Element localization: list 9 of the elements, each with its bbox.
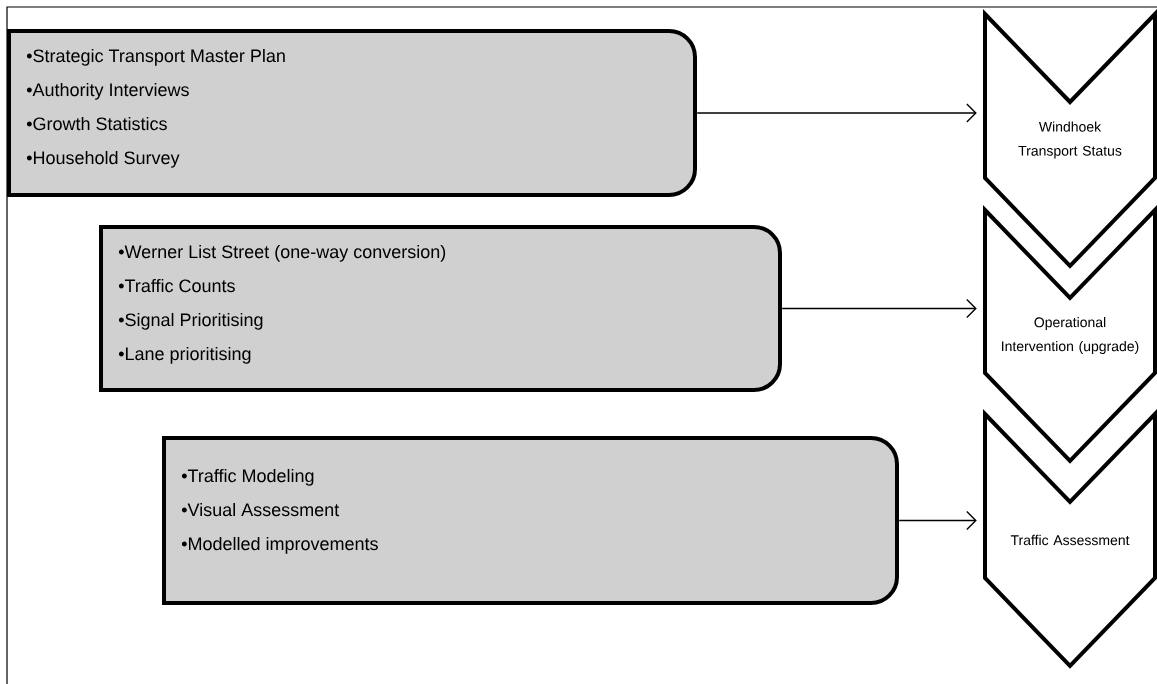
chevron-box: Windhoek Transport Status bbox=[983, 9, 1157, 269]
arrow bbox=[781, 298, 977, 319]
chevron-box: Operational Intervention (upgrade) bbox=[983, 205, 1157, 464]
list-box: •Strategic Transport Master Plan •Authority Interviews •Growth Statistics •Household Survey bbox=[7, 29, 697, 197]
chevron-box: Traffic Assessment bbox=[983, 409, 1157, 669]
arrow bbox=[696, 103, 977, 123]
list-box: •Werner List Street (one-way conversion) •Traffic Counts •Signal Prioritising •Lane prioritising bbox=[99, 225, 782, 392]
list-box: •Traffic Modeling •Visual Assessment •Modelled improvements bbox=[162, 436, 899, 605]
arrow bbox=[898, 510, 977, 531]
